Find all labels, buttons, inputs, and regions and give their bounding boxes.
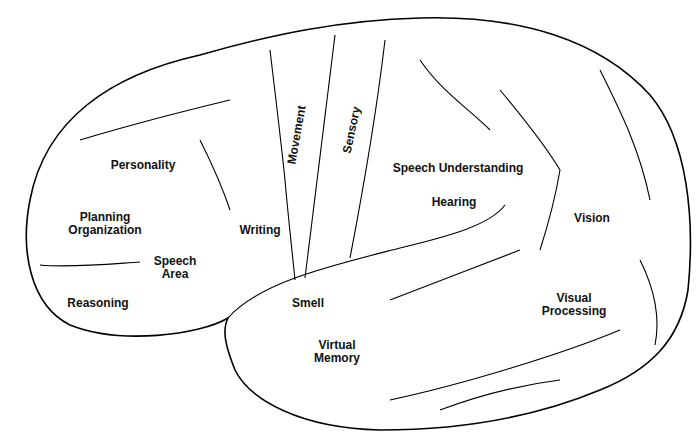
- sulcus-line: [420, 60, 490, 130]
- sulcus-line: [390, 250, 520, 300]
- sylvian-fissure: [228, 205, 505, 318]
- region-label: Hearing: [432, 196, 477, 209]
- region-label: Visual Processing: [532, 292, 616, 318]
- sulcus-line: [270, 50, 295, 280]
- region-label: Speech Area: [149, 255, 201, 281]
- region-label: Vision: [574, 212, 610, 225]
- region-label: Movement: [285, 105, 308, 166]
- sulcus-line: [305, 35, 335, 278]
- region-label: Speech Understanding: [393, 162, 524, 175]
- sulcus-line: [200, 140, 230, 210]
- sulcus-line: [40, 262, 140, 266]
- region-label: Planning Organization: [63, 211, 147, 237]
- region-label: Sensory: [341, 105, 364, 154]
- sulcus-line: [600, 70, 650, 200]
- region-label: Virtual Memory: [306, 339, 368, 365]
- sulcus-line: [440, 380, 560, 410]
- region-label: Personality: [111, 159, 176, 172]
- region-label: Smell: [292, 297, 324, 310]
- sulcus-line: [640, 260, 657, 345]
- sulcus-line: [350, 40, 385, 258]
- sulcus-line: [80, 100, 230, 140]
- brain-outline: [26, 18, 690, 430]
- region-label: Reasoning: [67, 297, 128, 310]
- region-label: Writing: [239, 224, 280, 237]
